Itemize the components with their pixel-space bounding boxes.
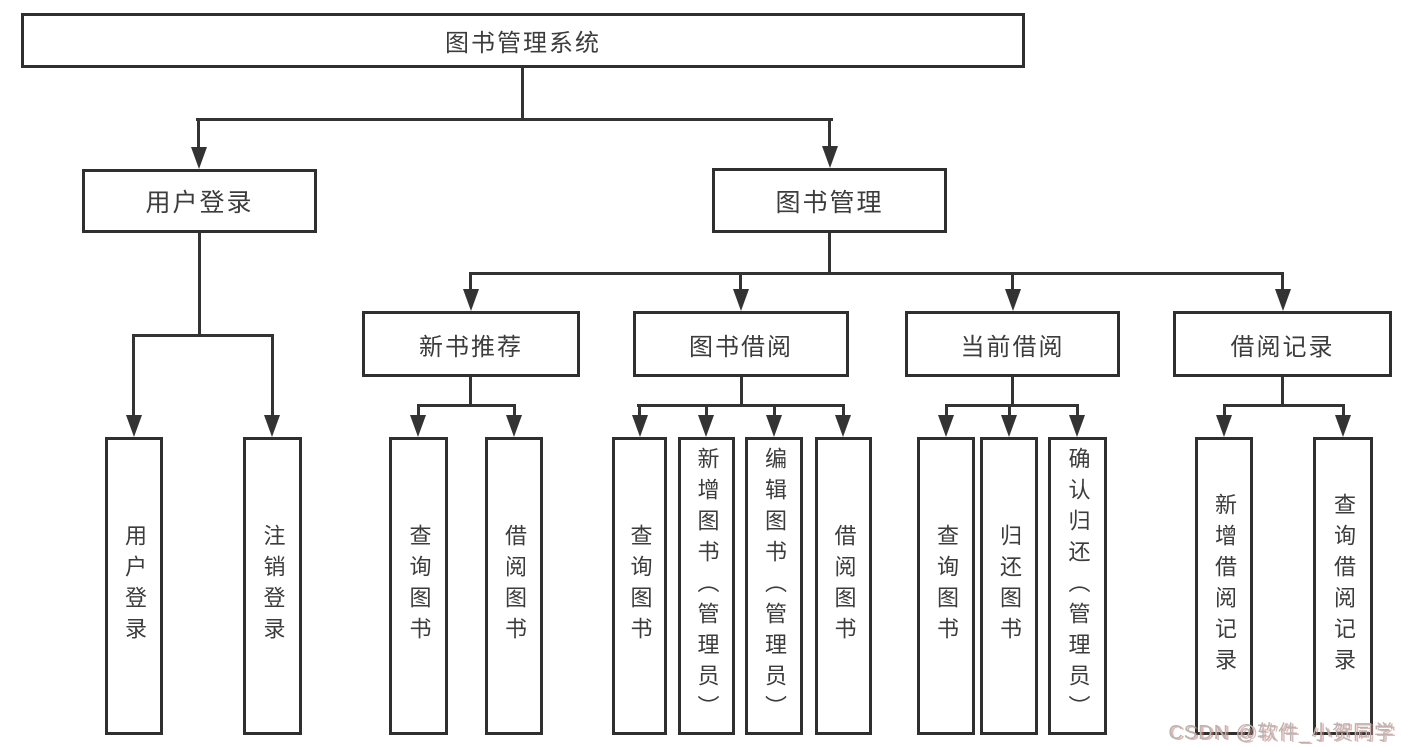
leaf-borrow-books: 借阅图书 (815, 437, 872, 735)
leaf-add-books-admin: 新增图书（管理员） (678, 437, 735, 735)
connector-line (705, 404, 708, 420)
arrow-down-icon (1005, 289, 1021, 311)
connector-line (1342, 404, 1345, 420)
connector-line (945, 404, 1079, 407)
connector-line (637, 404, 845, 407)
arrow-down-icon (1001, 415, 1017, 437)
connector-line (513, 404, 516, 420)
connector-line (197, 118, 200, 150)
arrow-down-icon (410, 415, 426, 437)
arrow-down-icon (766, 415, 782, 437)
connector-line (1281, 272, 1284, 294)
leaf-logout-login: 注销登录 (243, 437, 302, 735)
leaf-label: 查询借阅记录 (1331, 493, 1356, 679)
connector-line (828, 233, 831, 275)
leaf-user-login: 用户登录 (105, 437, 163, 735)
arrow-down-icon (126, 415, 142, 437)
leaf-edit-books-admin: 编辑图书（管理员） (745, 437, 803, 735)
arrow-down-icon (264, 415, 280, 437)
arrow-down-icon (191, 147, 207, 169)
arrow-down-icon (698, 415, 714, 437)
node-current-borrowing: 当前借阅 (905, 311, 1120, 377)
connector-line (521, 68, 524, 121)
connector-line (945, 404, 948, 420)
arrow-down-icon (463, 289, 479, 311)
node-new-book-recommendation: 新书推荐 (362, 311, 580, 377)
leaf-confirm-return-admin: 确认归还（管理员） (1048, 437, 1107, 735)
connector-line (1076, 404, 1079, 420)
arrow-down-icon (1069, 415, 1085, 437)
node-label: 借阅记录 (1230, 333, 1335, 361)
leaf-label: 新增图书（管理员） (694, 446, 720, 726)
connector-line (740, 377, 743, 407)
connector-line (469, 272, 1284, 275)
leaf-borrow-books: 借阅图书 (485, 437, 543, 735)
arrow-down-icon (632, 415, 648, 437)
connector-line (417, 404, 516, 407)
arrow-down-icon (835, 415, 851, 437)
leaf-label: 新增借阅记录 (1212, 493, 1237, 679)
connector-line (198, 233, 201, 337)
node-label: 图书管理系统 (445, 30, 601, 57)
node-label: 用户登录 (145, 189, 254, 217)
node-user-login: 用户登录 (82, 169, 317, 233)
connector-line (132, 334, 274, 337)
node-book-borrowing: 图书借阅 (633, 311, 849, 377)
connector-line (469, 377, 472, 407)
node-label: 当前借阅 (960, 333, 1065, 361)
connector-line (773, 404, 776, 420)
watermark: CSDN @软件_小贺同学 (1168, 722, 1395, 744)
connector-line (1008, 404, 1011, 420)
leaf-label: 借阅图书 (831, 524, 857, 648)
connector-line (469, 272, 472, 294)
arrow-down-icon (506, 415, 522, 437)
arrow-down-icon (822, 146, 838, 168)
leaf-query-books: 查询图书 (389, 437, 448, 735)
node-book-management: 图书管理 (712, 168, 947, 233)
leaf-label: 用户登录 (122, 524, 147, 648)
leaf-query-borrow-record: 查询借阅记录 (1313, 437, 1373, 735)
connector-line (739, 272, 742, 294)
node-borrowing-records: 借阅记录 (1173, 311, 1392, 377)
arrow-down-icon (733, 289, 749, 311)
arrow-down-icon (1275, 289, 1291, 311)
connector-line (1223, 404, 1226, 420)
node-label: 新书推荐 (419, 333, 523, 361)
connector-line (842, 404, 845, 420)
arrow-down-icon (1335, 415, 1351, 437)
arrow-down-icon (938, 415, 954, 437)
leaf-label: 查询图书 (406, 524, 432, 648)
leaf-query-books: 查询图书 (917, 437, 975, 735)
leaf-label: 确认归还（管理员） (1065, 446, 1091, 726)
node-label: 图书管理 (775, 188, 884, 217)
leaf-label: 归还图书 (997, 524, 1022, 648)
leaf-label: 注销登录 (260, 524, 286, 648)
connector-line (1011, 272, 1014, 294)
connector-line (196, 118, 833, 121)
leaf-label: 借阅图书 (502, 524, 527, 648)
leaf-label: 查询图书 (934, 524, 959, 648)
arrow-down-icon (1216, 415, 1232, 437)
connector-line (417, 404, 420, 420)
connector-line (828, 118, 831, 150)
leaf-label: 编辑图书（管理员） (762, 446, 787, 726)
connector-line (638, 404, 641, 420)
leaf-return-books: 归还图书 (980, 437, 1038, 735)
connector-line (1223, 404, 1344, 407)
connector-line (1011, 377, 1014, 407)
connector-line (271, 334, 274, 420)
connector-line (132, 334, 135, 420)
node-label: 图书借阅 (689, 333, 793, 361)
leaf-label: 查询图书 (627, 524, 653, 648)
node-library-system: 图书管理系统 (21, 13, 1025, 68)
leaf-add-borrow-record: 新增借阅记录 (1195, 437, 1253, 735)
leaf-query-books: 查询图书 (612, 437, 667, 735)
connector-line (1281, 377, 1284, 407)
